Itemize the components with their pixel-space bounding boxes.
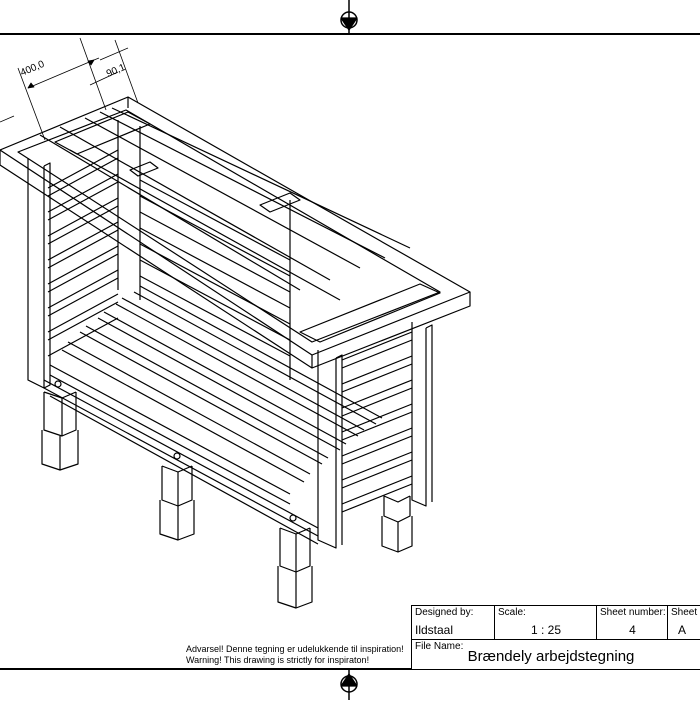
- sheet-size-label: Sheet s: [671, 607, 700, 618]
- designed-by-value: Ildstaal: [415, 623, 454, 637]
- foundation-blocks: [41, 380, 413, 609]
- scale-label: Scale:: [498, 607, 526, 618]
- scale-value: 1 : 25: [530, 623, 562, 637]
- floor-slats: [43, 285, 383, 545]
- designed-by-label: Designed by:: [415, 607, 474, 618]
- warning-line-english: Warning! This drawing is strictly for in…: [186, 655, 370, 665]
- title-block-file-name: File Name: Brændely arbejdstegning: [411, 639, 700, 670]
- right-side-slats: [341, 331, 413, 513]
- corner-posts: [27, 120, 433, 549]
- left-side-slats: [47, 149, 119, 357]
- warning-text: Advarsel! Denne tegning er udelukkende t…: [186, 644, 410, 666]
- warning-line-danish: Advarsel! Denne tegning er udelukkende t…: [186, 644, 404, 654]
- sheet-number-value: 4: [629, 623, 636, 637]
- title-block-designed-by: Designed by: Ildstaal: [411, 605, 496, 641]
- title-block-sheet-number: Sheet number: 4: [596, 605, 669, 641]
- back-wall-slats: [139, 179, 291, 357]
- sheet-number-label: Sheet number:: [600, 607, 666, 618]
- dimension-width-label: 400,0: [19, 59, 47, 79]
- file-name-label: File Name:: [415, 641, 464, 652]
- sheet-size-value: A: [678, 623, 687, 637]
- title-block-scale: Scale: 1 : 25: [494, 605, 598, 641]
- dimension-lines: [0, 37, 139, 141]
- file-name-value: Brændely arbejdstegning: [467, 648, 635, 665]
- title-block-sheet-size: Sheet s A: [667, 605, 700, 641]
